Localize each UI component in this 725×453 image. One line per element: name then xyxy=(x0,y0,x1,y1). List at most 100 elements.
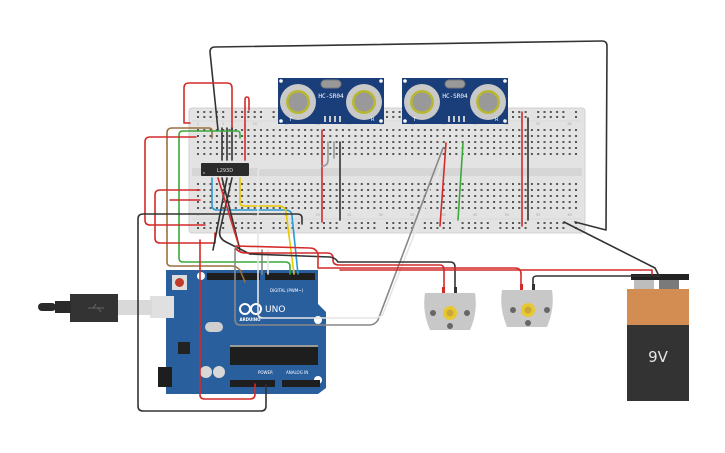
breadboard-hole[interactable] xyxy=(556,183,559,185)
breadboard-hole[interactable] xyxy=(241,222,244,224)
breadboard-hole[interactable] xyxy=(543,111,546,113)
breadboard-hole[interactable] xyxy=(493,147,496,149)
breadboard-hole[interactable] xyxy=(241,135,244,137)
breadboard-hole[interactable] xyxy=(556,222,559,224)
breadboard-hole[interactable] xyxy=(455,195,458,197)
breadboard-hole[interactable] xyxy=(297,141,300,143)
breadboard-hole[interactable] xyxy=(304,201,307,203)
breadboard-hole[interactable] xyxy=(524,183,527,185)
breadboard-hole[interactable] xyxy=(222,147,225,149)
breadboard-hole[interactable] xyxy=(310,195,313,197)
breadboard-hole[interactable] xyxy=(272,222,275,224)
breadboard-hole[interactable] xyxy=(411,189,414,191)
breadboard-hole[interactable] xyxy=(423,153,426,155)
breadboard-hole[interactable] xyxy=(348,222,351,224)
breadboard-hole[interactable] xyxy=(575,116,577,118)
breadboard-hole[interactable] xyxy=(241,207,244,209)
breadboard-hole[interactable] xyxy=(486,153,489,155)
breadboard-hole[interactable] xyxy=(556,195,559,197)
breadboard-hole[interactable] xyxy=(278,207,281,209)
breadboard-hole[interactable] xyxy=(461,195,464,197)
breadboard-hole[interactable] xyxy=(530,207,533,209)
breadboard-hole[interactable] xyxy=(543,135,546,137)
breadboard-hole[interactable] xyxy=(417,189,420,191)
breadboard-hole[interactable] xyxy=(423,227,426,229)
breadboard-hole[interactable] xyxy=(455,147,458,149)
breadboard-hole[interactable] xyxy=(316,129,319,131)
breadboard-hole[interactable] xyxy=(493,153,496,155)
breadboard-hole[interactable] xyxy=(215,129,218,131)
breadboard-hole[interactable] xyxy=(430,141,433,143)
breadboard-hole[interactable] xyxy=(505,227,508,229)
wire-red[interactable] xyxy=(244,96,250,126)
breadboard-hole[interactable] xyxy=(386,222,388,224)
breadboard-hole[interactable] xyxy=(398,183,401,185)
breadboard-hole[interactable] xyxy=(537,201,540,203)
breadboard-hole[interactable] xyxy=(417,201,420,203)
breadboard-hole[interactable] xyxy=(543,227,546,229)
breadboard-hole[interactable] xyxy=(335,195,338,197)
breadboard-hole[interactable] xyxy=(455,183,458,185)
breadboard-hole[interactable] xyxy=(449,222,451,224)
breadboard-hole[interactable] xyxy=(323,201,325,203)
breadboard-hole[interactable] xyxy=(241,141,244,143)
breadboard-hole[interactable] xyxy=(316,153,319,155)
breadboard-hole[interactable] xyxy=(323,183,325,185)
breadboard-hole[interactable] xyxy=(228,147,231,149)
breadboard-hole[interactable] xyxy=(461,207,464,209)
breadboard-hole[interactable] xyxy=(493,141,496,143)
breadboard-hole[interactable] xyxy=(373,153,376,155)
breadboard-hole[interactable] xyxy=(404,153,407,155)
breadboard-hole[interactable] xyxy=(316,201,319,203)
breadboard-hole[interactable] xyxy=(348,135,351,137)
breadboard-hole[interactable] xyxy=(278,189,281,191)
breadboard-hole[interactable] xyxy=(304,135,307,137)
breadboard-hole[interactable] xyxy=(411,147,414,149)
breadboard-hole[interactable] xyxy=(398,129,401,131)
breadboard-hole[interactable] xyxy=(499,141,502,143)
breadboard-hole[interactable] xyxy=(266,147,269,149)
breadboard-hole[interactable] xyxy=(512,147,514,149)
breadboard-hole[interactable] xyxy=(209,222,212,224)
breadboard-hole[interactable] xyxy=(518,227,521,229)
breadboard-hole[interactable] xyxy=(367,195,370,197)
breadboard-hole[interactable] xyxy=(575,195,577,197)
wire-black[interactable] xyxy=(209,40,608,231)
breadboard-hole[interactable] xyxy=(474,222,477,224)
breadboard-hole[interactable] xyxy=(285,189,288,191)
breadboard-hole[interactable] xyxy=(222,116,225,118)
wire-gray[interactable] xyxy=(234,147,444,326)
breadboard-hole[interactable] xyxy=(556,111,559,113)
breadboard-hole[interactable] xyxy=(449,189,451,191)
dc-motor-right[interactable] xyxy=(501,284,553,327)
breadboard-hole[interactable] xyxy=(537,141,540,143)
ultrasonic-sensor-left[interactable]: HC-SR04 T R xyxy=(278,78,384,124)
breadboard-hole[interactable] xyxy=(549,207,552,209)
breadboard-hole[interactable] xyxy=(423,183,426,185)
breadboard-hole[interactable] xyxy=(234,129,237,131)
breadboard-hole[interactable] xyxy=(335,227,338,229)
breadboard-hole[interactable] xyxy=(297,227,300,229)
breadboard-hole[interactable] xyxy=(411,135,414,137)
breadboard-hole[interactable] xyxy=(512,153,514,155)
breadboard-hole[interactable] xyxy=(467,183,470,185)
breadboard-hole[interactable] xyxy=(197,222,199,224)
breadboard-hole[interactable] xyxy=(209,189,212,191)
breadboard-hole[interactable] xyxy=(285,207,288,209)
breadboard-hole[interactable] xyxy=(247,135,250,137)
breadboard-hole[interactable] xyxy=(197,135,199,137)
breadboard-hole[interactable] xyxy=(266,153,269,155)
breadboard-hole[interactable] xyxy=(291,195,294,197)
breadboard-hole[interactable] xyxy=(499,129,502,131)
breadboard-hole[interactable] xyxy=(436,222,439,224)
breadboard-hole[interactable] xyxy=(524,222,527,224)
dc-motor-left[interactable] xyxy=(424,287,476,330)
breadboard-hole[interactable] xyxy=(518,195,521,197)
breadboard-hole[interactable] xyxy=(568,153,571,155)
breadboard-hole[interactable] xyxy=(480,129,483,131)
breadboard-hole[interactable] xyxy=(329,201,332,203)
breadboard-hole[interactable] xyxy=(209,195,212,197)
breadboard-hole[interactable] xyxy=(329,207,332,209)
breadboard-hole[interactable] xyxy=(272,189,275,191)
breadboard-hole[interactable] xyxy=(253,141,256,143)
